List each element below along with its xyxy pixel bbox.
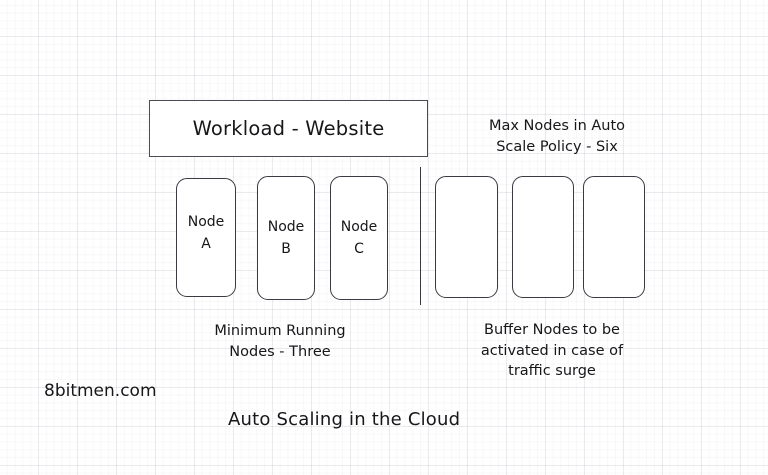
buffer-node-box-1 [435,176,498,298]
diagram-caption: Auto Scaling in the Cloud [228,409,461,430]
workload-box: Workload - Website [149,100,428,157]
node-box-c: Node C [330,176,388,300]
buffer-node-box-3 [583,176,645,298]
node-c-text: Node C [341,217,378,260]
node-a-name: Node [187,213,225,230]
site-watermark: 8bitmen.com [44,381,157,401]
group-divider-line [420,167,421,305]
minimum-running-nodes-annotation: Minimum Running Nodes - Three [214,323,346,360]
node-b-id: B [281,241,291,257]
max-nodes-annotation: Max Nodes in Auto Scale Policy - Six [488,118,626,155]
node-b-name: Node [267,219,305,236]
buffer-nodes-annotation: Buffer Nodes to be activated in case of … [480,322,624,380]
node-c-name: Node [340,219,378,236]
node-a-id: A [201,235,211,252]
node-c-id: C [354,241,364,257]
node-box-a: Node A [176,178,236,297]
node-a-text: Node A [188,212,225,255]
node-box-b: Node B [257,176,315,300]
node-b-text: Node B [268,217,305,260]
buffer-node-box-2 [512,176,574,298]
workload-label: Workload - Website [192,117,385,140]
